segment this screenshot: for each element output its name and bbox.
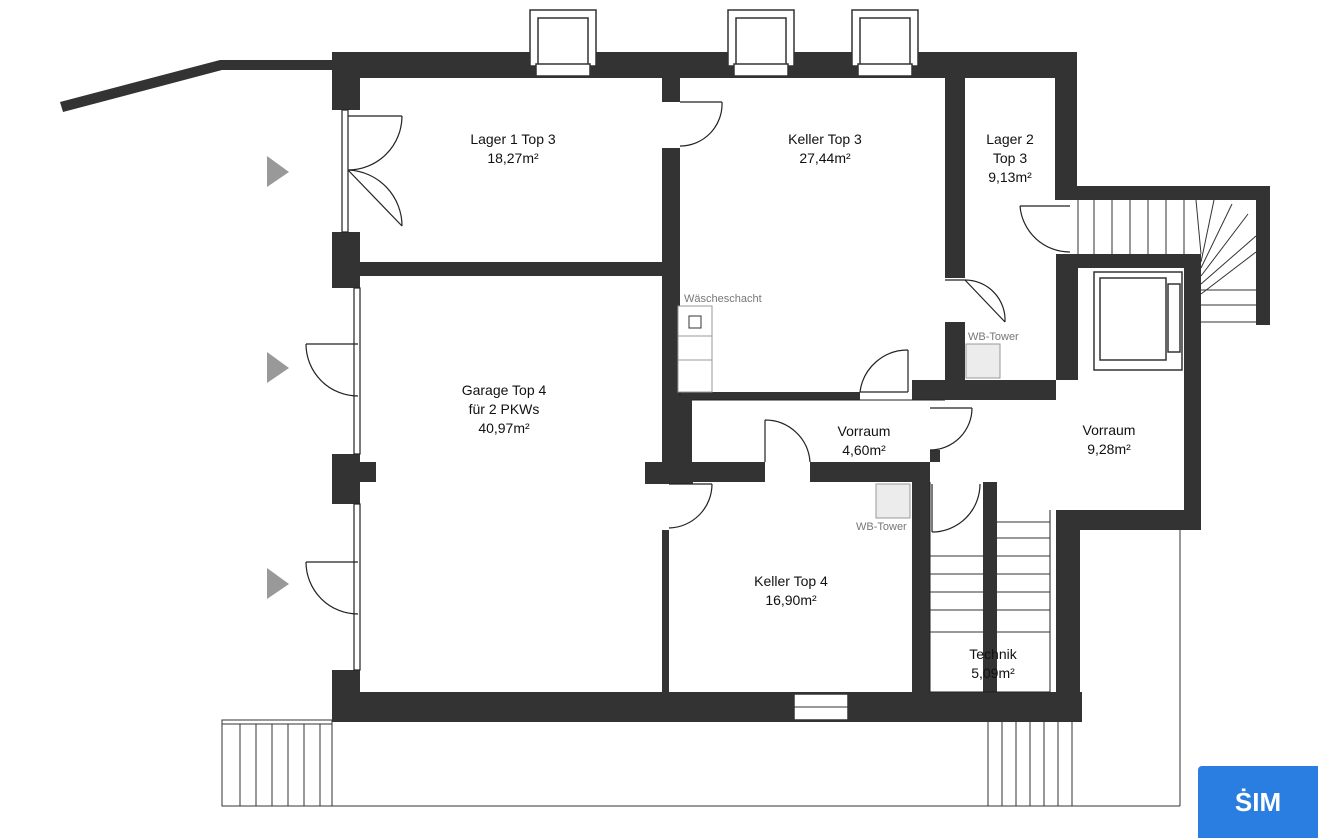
room-label-garage-0: Garage Top 4 — [462, 382, 547, 398]
room-label-lager2-2: 9,13m² — [988, 169, 1032, 185]
room-label-vorraum1-0: Vorraum — [838, 423, 891, 439]
waescheschacht: Wäscheschacht — [677, 293, 762, 393]
top-windows — [529, 9, 919, 77]
logo-text: ṠIM — [1234, 786, 1282, 817]
terrace — [222, 530, 1181, 807]
room-label-technik-0: Technik — [969, 646, 1017, 662]
room-label-garage-1: für 2 PKWs — [469, 401, 540, 417]
exterior-walls — [332, 52, 1270, 722]
wb-tower-1-label: WB-Tower — [968, 331, 1019, 343]
room-label-keller3-1: 27,44m² — [799, 150, 851, 166]
triangle-arrow-icon — [267, 156, 289, 187]
entrance-markers — [267, 156, 289, 599]
stairs-technik — [930, 521, 1050, 633]
ramp-wall — [60, 60, 332, 112]
room-label-keller3-0: Keller Top 3 — [788, 131, 862, 147]
room-label-technik-1: 5,09m² — [971, 665, 1015, 681]
wb-tower-2-label: WB-Tower — [856, 521, 907, 533]
sim-logo: ṠIM — [1198, 766, 1318, 838]
room-labels: Lager 1 Top 3 18,27m² Keller Top 3 27,44m² L… — [462, 131, 1136, 681]
room-label-lager1-0: Lager 1 Top 3 — [470, 131, 556, 147]
waescheschacht-label: Wäscheschacht — [684, 293, 762, 305]
room-label-vorraum2-1: 9,28m² — [1087, 441, 1131, 457]
room-label-vorraum1-1: 4,60m² — [842, 442, 886, 458]
left-openings — [341, 109, 361, 671]
room-label-lager2-1: Top 3 — [993, 150, 1027, 166]
doors — [305, 101, 1071, 615]
spiral-stairs — [1077, 199, 1257, 323]
wb-tower-1: WB-Tower — [965, 331, 1019, 379]
shaft — [1093, 271, 1183, 371]
wb-tower-2: WB-Tower — [856, 483, 911, 533]
room-label-garage-2: 40,97m² — [478, 420, 530, 436]
outside-stairs-left — [221, 719, 333, 807]
triangle-arrow-icon — [267, 352, 289, 383]
thin-lines — [679, 392, 1051, 693]
room-label-lager2-0: Lager 2 — [986, 131, 1034, 147]
room-label-keller4-1: 16,90m² — [765, 592, 817, 608]
triangle-arrow-icon — [267, 568, 289, 599]
room-label-keller4-0: Keller Top 4 — [754, 573, 828, 589]
interior-walls — [360, 78, 1056, 692]
room-label-lager1-1: 18,27m² — [487, 150, 539, 166]
room-label-vorraum2-0: Vorraum — [1083, 422, 1136, 438]
